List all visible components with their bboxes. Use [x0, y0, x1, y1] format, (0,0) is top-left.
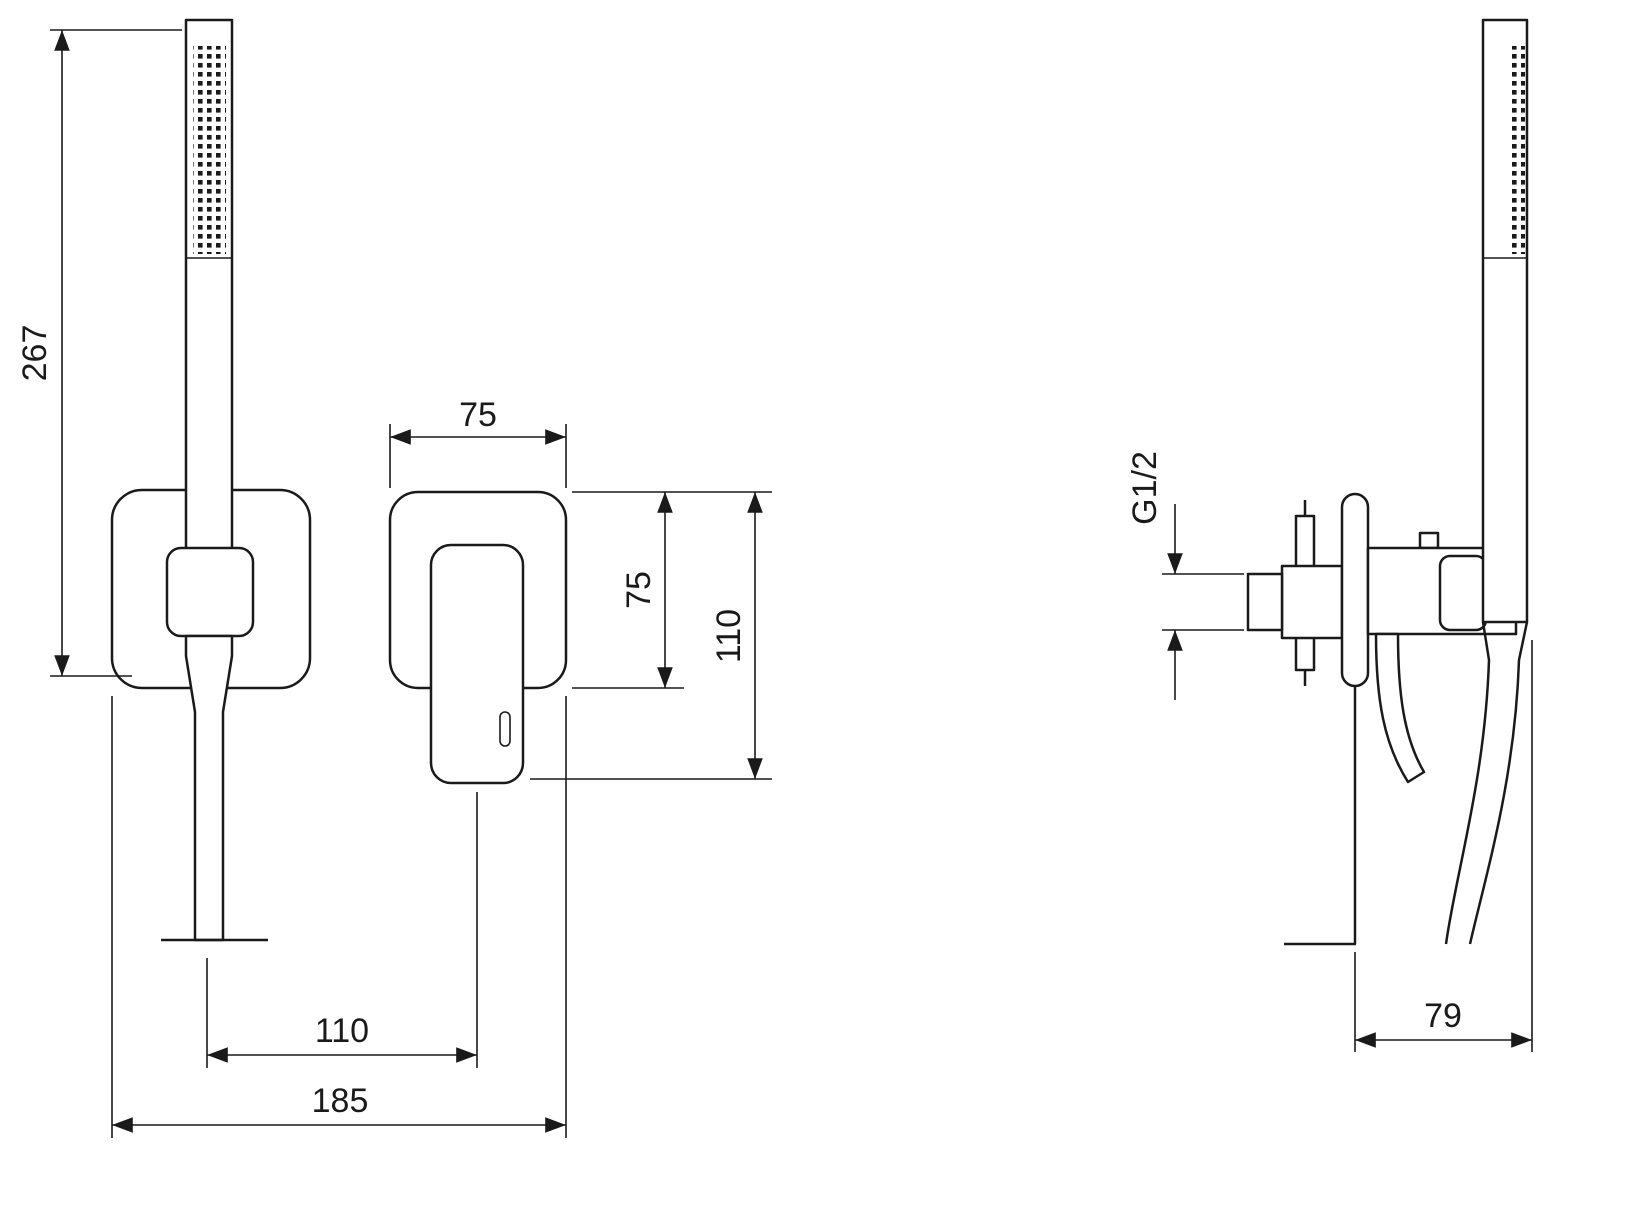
- lever-side-profile: [1374, 632, 1426, 784]
- thread-stub: [1246, 572, 1284, 632]
- brand-logo-mark: [499, 711, 511, 747]
- holder-clamp-knob: [165, 546, 255, 638]
- hose-curve-right: [1468, 621, 1529, 945]
- dim-label-plate-width: 75: [459, 396, 497, 434]
- spray-face-dots: [193, 46, 226, 254]
- dim-label-wall-clearance: 79: [1424, 997, 1462, 1035]
- dim-label-overall-width: 185: [312, 1082, 369, 1120]
- mixer-lever-handle: [429, 543, 525, 785]
- front-view-hand-shower: [110, 18, 312, 942]
- dimension-plate-width: 75: [389, 396, 567, 488]
- dim-label-plate-height: 75: [620, 571, 658, 609]
- dim-label-overall-height: 267: [16, 325, 54, 382]
- valve-body-side: [1280, 564, 1344, 640]
- mounting-lug-top: [1294, 514, 1316, 572]
- dimension-center-distance: 110: [206, 792, 478, 1068]
- dimension-handle-extent: 110: [530, 491, 772, 780]
- dimension-wall-clearance: 79: [1354, 640, 1533, 1052]
- hose-connector-and-hose: [184, 634, 234, 942]
- dimension-plate-height: 75: [572, 491, 772, 689]
- dimension-overall-width: 185: [111, 696, 567, 1138]
- holder-clamp-side: [1438, 554, 1488, 632]
- dim-label-handle-extent: 110: [710, 609, 748, 663]
- body-top-tab: [1418, 531, 1440, 550]
- spray-face-dots-side: [1512, 46, 1525, 254]
- dim-label-center-distance: 110: [315, 1012, 369, 1050]
- dimension-overall-height: 267: [16, 29, 182, 677]
- dimension-thread-size: G1/2: [1126, 451, 1244, 700]
- wall-plate-side: [1340, 492, 1370, 688]
- hose-curve-left: [1444, 621, 1491, 945]
- dim-label-thread-size: G1/2: [1126, 451, 1164, 525]
- side-view-assembly: [1246, 18, 1529, 946]
- front-view-mixer: [388, 490, 568, 785]
